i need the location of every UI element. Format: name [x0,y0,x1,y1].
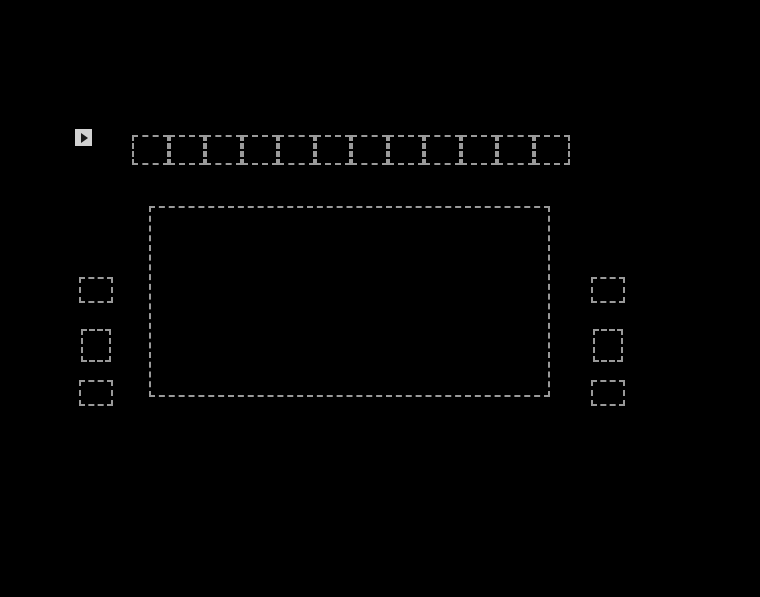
toolbar-cell[interactable] [314,135,351,165]
toolbar-cell[interactable] [278,135,315,165]
content-canvas-placeholder[interactable] [149,206,550,397]
right-rail-slot[interactable] [591,380,625,406]
toolbar-cell[interactable] [132,135,169,165]
toolbar-cell[interactable] [533,135,570,165]
play-triangle-icon [81,132,88,143]
toolbar-cell[interactable] [497,135,534,165]
toolbar-cell[interactable] [424,135,461,165]
right-rail-slot[interactable] [591,277,625,303]
toolbar-cell[interactable] [168,135,205,165]
toolbar-cell[interactable] [241,135,278,165]
left-rail-slot[interactable] [81,329,111,362]
toolbar-cell[interactable] [205,135,242,165]
toolbar-strip [132,135,570,165]
toolbar-cell[interactable] [351,135,388,165]
left-rail-slot[interactable] [79,380,113,406]
toolbar-cell[interactable] [387,135,424,165]
right-rail [591,277,625,406]
play-button[interactable]: Play [75,129,92,146]
toolbar-cell[interactable] [460,135,497,165]
left-rail-slot[interactable] [79,277,113,303]
left-rail [79,277,113,406]
right-rail-slot[interactable] [593,329,623,362]
